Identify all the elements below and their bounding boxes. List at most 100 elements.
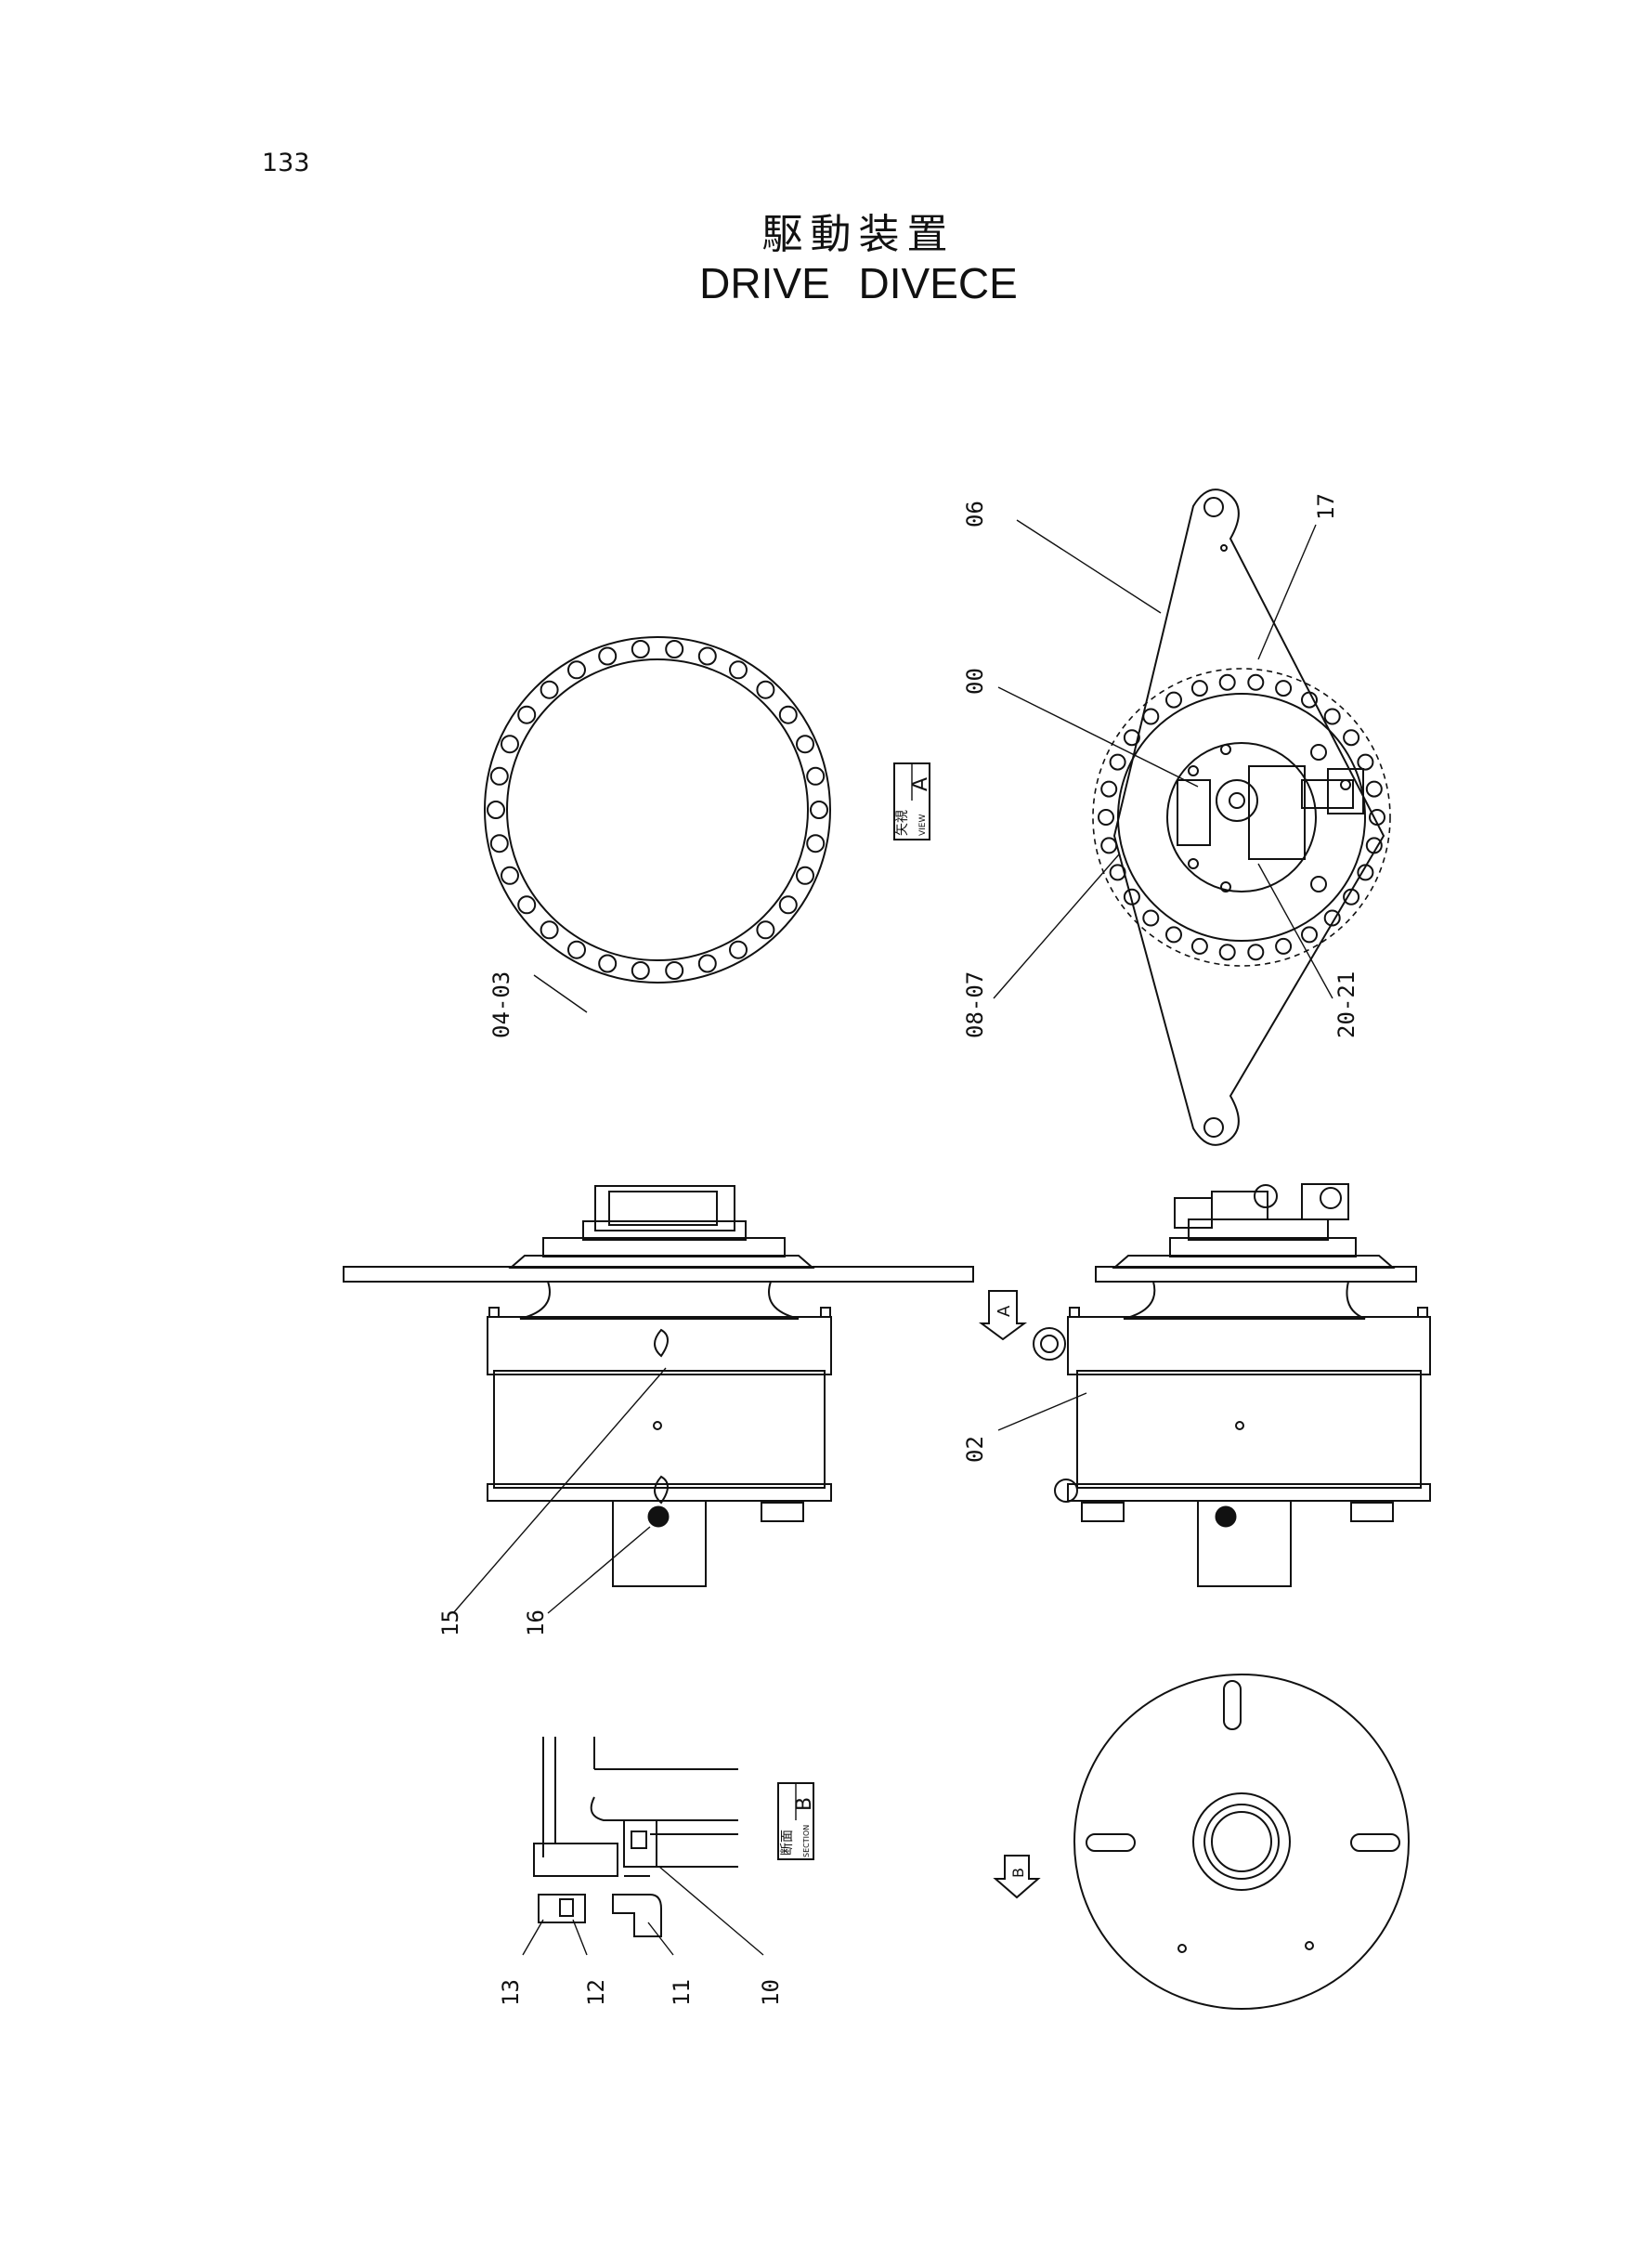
- bolt-hole: [1357, 864, 1374, 881]
- bolt-hole: [517, 705, 537, 724]
- view-tag-letter: A: [909, 777, 932, 791]
- bolt-hole: [729, 660, 748, 680]
- bolt-hole: [517, 895, 537, 915]
- bolt-hole: [1098, 809, 1114, 826]
- bolt-hole: [598, 646, 618, 666]
- leader-04-03: [533, 974, 588, 1013]
- ring-flange-view: [484, 636, 831, 984]
- bolt-hole: [1275, 680, 1293, 697]
- bolt-hole: [1218, 673, 1236, 691]
- callout-17: 17: [1313, 493, 1339, 520]
- section-tag-letter: B: [793, 1797, 816, 1811]
- callout-10: 10: [758, 1979, 784, 2006]
- bolt-hole: [540, 920, 559, 940]
- callout-11: 11: [669, 1979, 695, 2006]
- leader-06: [1016, 519, 1162, 614]
- page-number: 133: [262, 149, 310, 177]
- bolt-hole: [1365, 837, 1383, 854]
- bolt-hole: [631, 961, 650, 980]
- callout-02: 02: [962, 1436, 988, 1463]
- callout-12: 12: [583, 1979, 609, 2006]
- bolt-hole: [1247, 673, 1265, 691]
- view-a-arrow: A: [978, 1290, 1028, 1341]
- leader-12: [572, 1919, 588, 1956]
- bolt-hole: [1343, 888, 1360, 905]
- callout-13: 13: [498, 1979, 524, 2006]
- view-a-arrow-letter: A: [995, 1305, 1014, 1317]
- bolt-hole: [1142, 909, 1160, 927]
- leader-10: [658, 1866, 764, 1956]
- section-b-detail: [533, 1737, 738, 1937]
- bolt-hole: [1323, 708, 1341, 725]
- bolt-hole: [697, 646, 717, 666]
- bolt-hole: [729, 940, 748, 959]
- bolt-hole: [1369, 809, 1385, 826]
- bolt-hole: [487, 801, 505, 819]
- leader-02: [997, 1392, 1087, 1431]
- bolt-hole: [1357, 753, 1374, 771]
- bolt-hole: [810, 801, 828, 819]
- bolt-hole: [1165, 926, 1182, 944]
- view-tag-kanji: 矢視: [895, 810, 910, 836]
- bolt-hole: [1100, 837, 1118, 854]
- bolt-hole: [1190, 937, 1208, 955]
- bolt-hole: [756, 920, 775, 940]
- bolt-hole: [1123, 729, 1140, 747]
- view-tag-english: VIEW: [918, 814, 928, 836]
- bottom-plan-view: [1073, 1674, 1410, 2010]
- view-b-arrow-letter: B: [1009, 1868, 1027, 1878]
- bolt-hole: [567, 940, 586, 959]
- callout-04-03: 04-03: [488, 971, 514, 1038]
- leader-15: [452, 1367, 667, 1614]
- bolt-hole: [1142, 708, 1160, 725]
- bolt-hole: [1109, 753, 1126, 771]
- leader-00: [997, 686, 1199, 788]
- leader-13: [522, 1919, 544, 1956]
- bolt-hole: [1365, 780, 1383, 798]
- bolt-hole: [501, 735, 519, 754]
- bolt-hole: [631, 640, 650, 658]
- bolt-hole: [501, 866, 519, 885]
- callout-06: 06: [962, 501, 988, 528]
- bolt-hole: [697, 954, 717, 973]
- bolt-hole: [489, 766, 509, 786]
- bolt-hole: [796, 866, 814, 885]
- bolt-hole: [598, 954, 618, 973]
- bolt-hole: [778, 895, 798, 915]
- bolt-hole: [540, 680, 559, 699]
- view-b-arrow: B: [993, 1855, 1041, 1899]
- callout-15: 15: [437, 1609, 463, 1636]
- leader-20-21: [1257, 863, 1333, 999]
- bolt-hole: [756, 680, 775, 699]
- bolt-hole: [1343, 729, 1360, 747]
- bolt-hole: [806, 766, 826, 786]
- bolt-hole: [665, 640, 684, 658]
- bolt-hole: [1301, 691, 1318, 709]
- bolt-hole: [1123, 888, 1140, 905]
- side-elevation-right: [1033, 1183, 1431, 1587]
- title-japanese: 駆動装置: [761, 211, 956, 258]
- callout-16: 16: [523, 1609, 549, 1636]
- leader-11: [647, 1922, 674, 1956]
- leader-16: [547, 1526, 651, 1614]
- leader-17: [1257, 524, 1317, 660]
- bolt-hole: [1109, 864, 1126, 881]
- callout-00: 00: [962, 668, 988, 695]
- bolt-hole: [1247, 944, 1265, 961]
- section-b-tag: 断面 SECTION B: [777, 1782, 816, 1860]
- section-tag-kanji: 断面: [780, 1830, 795, 1856]
- bolt-hole: [778, 705, 798, 724]
- bolt-hole: [665, 961, 684, 980]
- bolt-hole: [796, 735, 814, 754]
- bolt-hole: [1165, 691, 1182, 709]
- callout-20-21: 20-21: [1333, 971, 1359, 1038]
- bolt-hole: [1100, 780, 1118, 798]
- leader-08-07: [993, 853, 1120, 999]
- callout-08-07: 08-07: [962, 971, 988, 1038]
- bolt-hole: [1190, 680, 1208, 697]
- mounting-flange-view: [1092, 489, 1391, 1146]
- bolt-hole: [806, 834, 826, 853]
- bolt-hole: [1275, 937, 1293, 955]
- bolt-hole: [1301, 926, 1318, 944]
